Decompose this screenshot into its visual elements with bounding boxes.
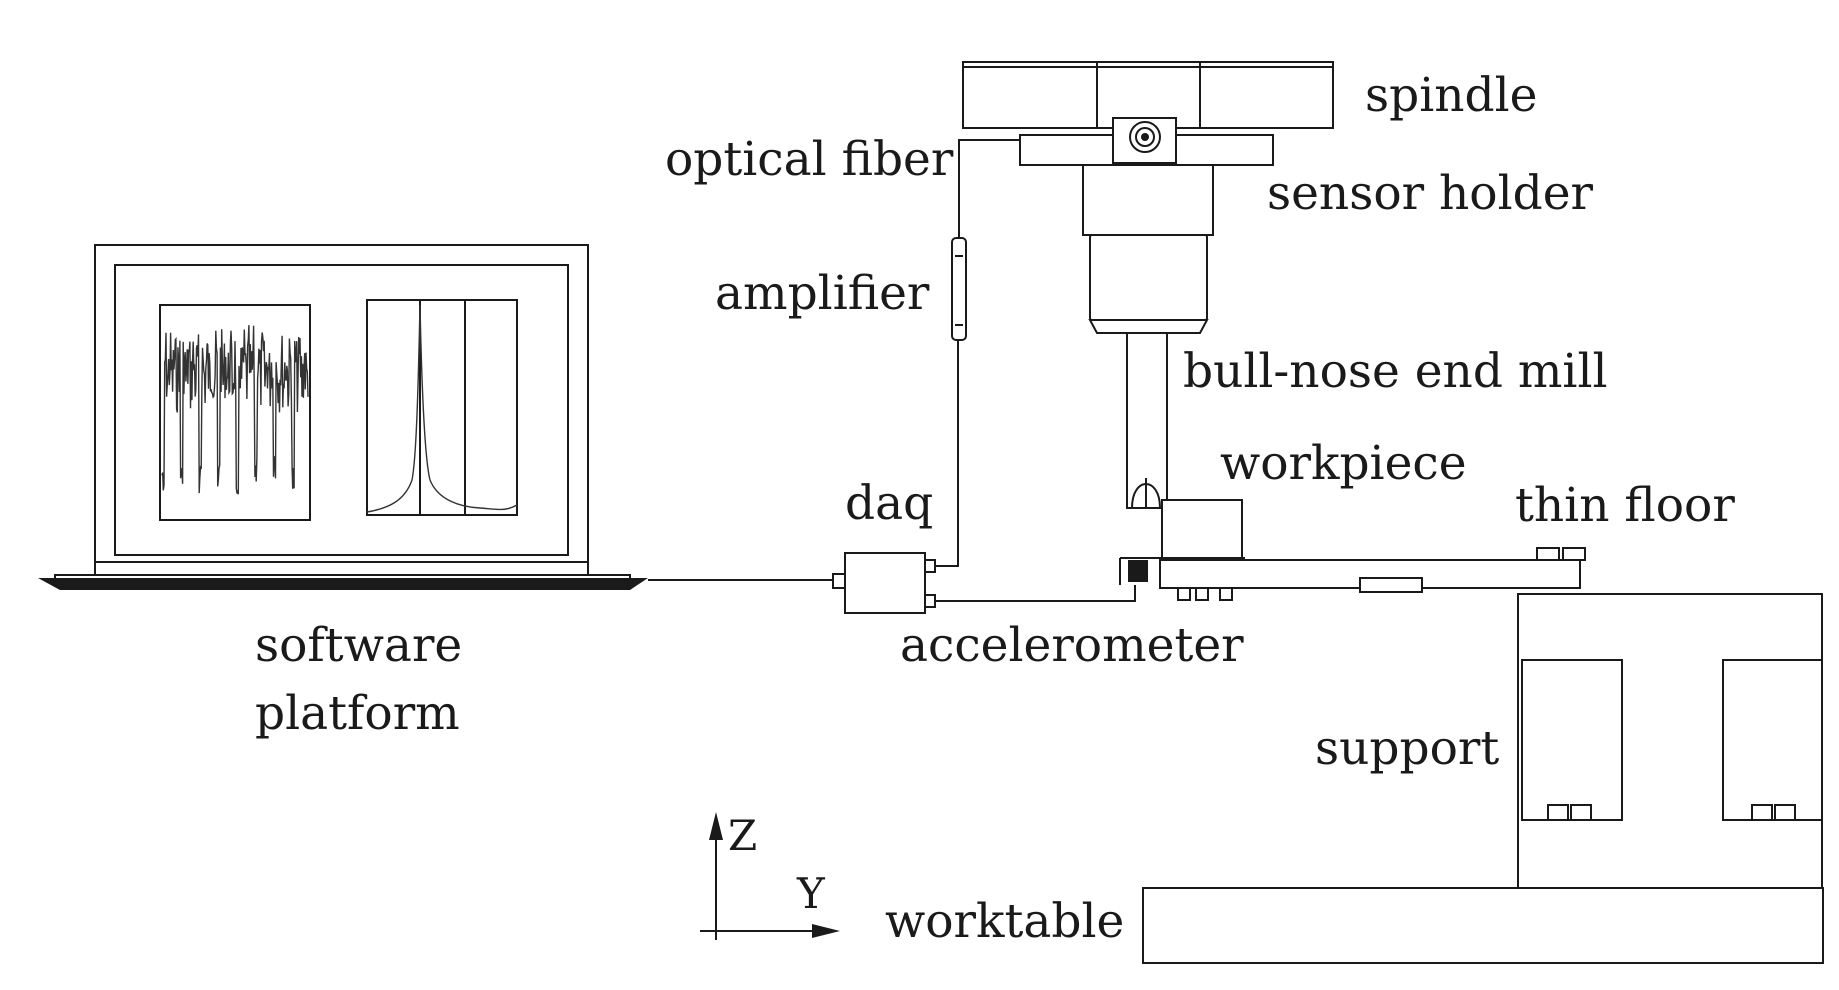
label-amplifier: amplifier xyxy=(715,266,930,321)
label-sensor-holder: sensor holder xyxy=(1267,166,1593,221)
label-accelerometer: accelerometer xyxy=(900,618,1244,673)
workpiece-block xyxy=(1119,499,1245,585)
tool-holder xyxy=(1082,164,1214,334)
label-axis-z: Z xyxy=(728,811,758,860)
frequency-peak-plot-icon xyxy=(366,299,518,516)
worktable-base xyxy=(1142,887,1824,964)
label-spindle: spindle xyxy=(1365,68,1538,123)
label-platform: platform xyxy=(255,686,460,741)
accelerometer-cable xyxy=(935,585,1136,602)
label-optical-fiber: optical fiber xyxy=(665,132,954,187)
laptop-icon xyxy=(38,244,648,590)
label-bull-nose-end-mill: bull-nose end mill xyxy=(1183,344,1608,399)
daq-box xyxy=(832,552,936,614)
label-worktable: worktable xyxy=(885,894,1125,949)
optical-fiber-cable xyxy=(935,340,959,567)
axis-indicator xyxy=(700,812,840,940)
label-axis-y: Y xyxy=(797,869,825,918)
label-software: software xyxy=(255,618,463,673)
sensor-holder xyxy=(1019,117,1274,166)
accelerometer-sensor xyxy=(1128,560,1148,582)
time-signal-plot-icon xyxy=(159,304,311,521)
label-workpiece: workpiece xyxy=(1220,436,1467,491)
thin-floor-plate xyxy=(1159,547,1586,601)
bull-nose-end-mill xyxy=(1126,332,1168,509)
label-daq: daq xyxy=(845,476,934,531)
label-thin-floor: thin floor xyxy=(1515,478,1735,533)
support-frame xyxy=(1517,593,1823,889)
label-support: support xyxy=(1315,721,1500,776)
